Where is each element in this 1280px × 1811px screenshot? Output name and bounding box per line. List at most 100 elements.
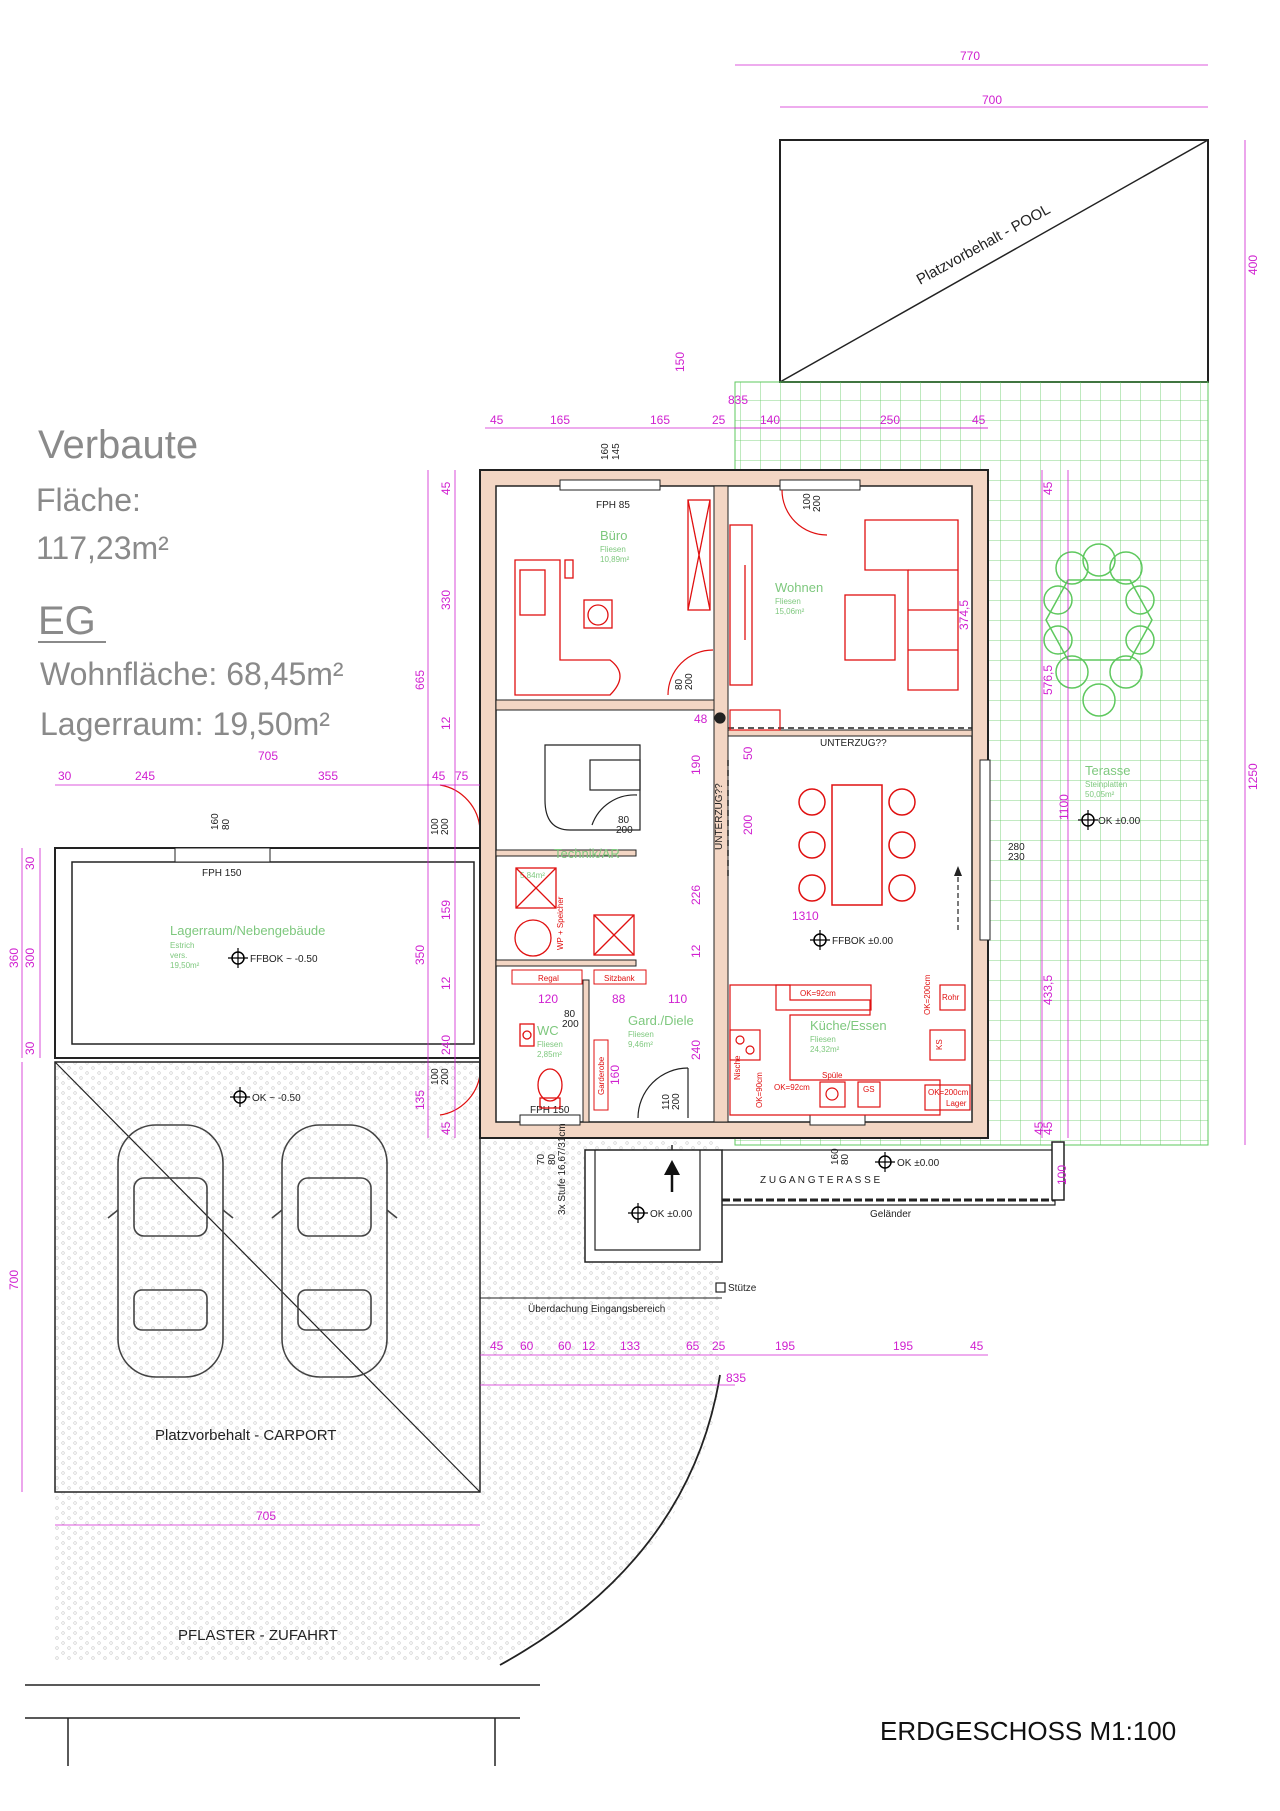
office-furniture <box>514 499 711 696</box>
door-200c: 200 <box>616 825 633 836</box>
dim-v-12b: 12 <box>439 976 453 990</box>
terrasse-floor: Steinplatten <box>1085 780 1127 789</box>
dim-r-45a: 45 <box>1041 481 1055 495</box>
wc-name: WC <box>537 1023 559 1038</box>
dim-v-665: 665 <box>413 670 427 690</box>
buero-floor: Fliesen <box>600 545 626 554</box>
dim-h-250: 250 <box>880 413 900 427</box>
ok200a-label: OK=200cm <box>923 974 932 1015</box>
dim-h-45b: 45 <box>972 413 986 427</box>
stufen-label: 3x Stufe 16,67/31cm <box>557 1123 568 1215</box>
win-145: 145 <box>611 443 622 460</box>
dim-v-135: 135 <box>413 1090 427 1110</box>
dim-in-12: 12 <box>689 944 703 958</box>
hallway-elements <box>544 744 641 831</box>
dim-b-195a: 195 <box>775 1339 795 1353</box>
garderobe-fixture-label: Garderobe <box>597 1056 606 1095</box>
door-80d: 80 <box>547 1153 558 1165</box>
dim-v-330: 330 <box>439 590 453 610</box>
area-summary: Verbaute Fläche: 117,23m² EG Wohnfläche:… <box>36 423 344 742</box>
kueche-floor: Fliesen <box>810 1035 836 1044</box>
lager-fixture-label: Lager <box>946 1099 967 1108</box>
dim-in-190: 190 <box>689 755 703 775</box>
technik-area: 5,84m² <box>520 871 545 880</box>
summary-flaeche-label: Fläche: <box>36 482 141 518</box>
ok90-label: OK=90cm <box>755 1072 764 1108</box>
kitchen-stack <box>714 709 781 731</box>
gs-label: GS <box>863 1085 875 1094</box>
lager-area: 19,50m² <box>170 961 200 970</box>
summary-flaeche-value: 117,23m² <box>36 530 169 566</box>
dim-v-159: 159 <box>439 900 453 920</box>
dim-lv-30b: 30 <box>23 1041 37 1055</box>
terrasse-area: 50,05m² <box>1085 790 1115 799</box>
buero-window-label: FPH 85 <box>596 500 630 511</box>
wp-label: WP + Speicher <box>556 896 565 950</box>
carport-level-marker: OK ~ -0.50 <box>230 1087 301 1107</box>
dim-l-245: 245 <box>135 769 155 783</box>
dim-in-200: 200 <box>741 815 755 835</box>
summary-wohnflaeche: Wohnfläche: 68,45m² <box>40 656 344 692</box>
garderobe-floor: Fliesen <box>628 1030 654 1039</box>
door-100: 100 <box>802 493 813 510</box>
dim-in-120: 120 <box>538 992 558 1006</box>
kitchen-counter <box>729 984 971 1116</box>
living-furniture <box>729 519 959 691</box>
entrance-area: 3x Stufe 16,67/31cm OK ±0.00 Stütze Über… <box>480 1123 1065 1315</box>
storage-building: FPH 150 Lagerraum/Nebengebäude Estrich v… <box>54 784 481 1116</box>
dim-lv-30a: 30 <box>23 856 37 870</box>
wohnen-floor: Fliesen <box>775 597 801 606</box>
terrasse-ok: OK ±0.00 <box>1098 816 1141 827</box>
dim-v-12a: 12 <box>439 716 453 730</box>
spuele-label: Spüle <box>822 1071 843 1080</box>
door-80c: 80 <box>564 1009 576 1020</box>
technik-room: Technik/AR 5,84m² WP + Speicher <box>514 846 635 957</box>
dim-770: 770 <box>960 49 980 63</box>
zugang-level-marker: OK ±0.00 <box>875 1152 940 1172</box>
dim-in-48: 48 <box>694 712 708 726</box>
drawing-title: ERDGESCHOSS M1:100 <box>880 1716 1176 1746</box>
dim-h-25: 25 <box>712 413 726 427</box>
garderobe-area: 9,46m² <box>628 1040 653 1049</box>
pool-label: Platzvorbehalt - POOL <box>914 201 1054 289</box>
unterzug-label: UNTERZUG?? <box>820 738 887 749</box>
paving-area <box>55 1060 721 1666</box>
zug-80: 80 <box>840 1153 851 1165</box>
nische-label: Nische <box>733 1055 742 1080</box>
kueche-name: Küche/Essen <box>810 1018 887 1033</box>
door-200b: 200 <box>684 673 695 690</box>
dimension-texts: 770 700 400 150 835 45 165 165 25 140 25… <box>7 49 1260 1523</box>
win-160a: 160 <box>600 443 611 460</box>
unterzug2-label: UNTERZUG?? <box>714 783 725 850</box>
sitzbank-label: Sitzbank <box>604 974 636 983</box>
ok200b-label: OK=200cm <box>928 1088 969 1097</box>
technik-name: Technik/AR <box>554 846 620 861</box>
dining-table <box>798 784 916 906</box>
door-70: 70 <box>536 1153 547 1165</box>
dim-in-280: 280 <box>1008 842 1025 853</box>
dim-l-30: 30 <box>58 769 72 783</box>
dim-l-705: 705 <box>258 749 278 763</box>
dim-in-160: 160 <box>608 1065 622 1085</box>
terrasse-level-marker: OK ±0.00 <box>1078 810 1141 830</box>
lager-floor: Estrich <box>170 941 194 950</box>
dim-b-65: 65 <box>686 1339 700 1353</box>
zug-160: 160 <box>830 1148 841 1165</box>
dim-lv-300: 300 <box>23 948 37 968</box>
summary-title: Verbaute <box>38 423 198 467</box>
car-left <box>107 1124 234 1378</box>
door-200g: 200 <box>440 1068 451 1085</box>
dim-h-45a: 45 <box>490 413 504 427</box>
dim-700: 700 <box>982 93 1002 107</box>
ground-lines <box>25 1684 540 1766</box>
car-right <box>271 1124 398 1378</box>
dim-b-60b: 60 <box>558 1339 572 1353</box>
dim-l-355: 355 <box>318 769 338 783</box>
dim-r-433: 433,5 <box>1041 975 1055 1005</box>
rohr-label: Rohr <box>942 993 960 1002</box>
dim-in-1310: 1310 <box>792 909 819 923</box>
dim-b-195b: 195 <box>893 1339 913 1353</box>
carport-ok: OK ~ -0.50 <box>252 1093 301 1104</box>
dim-in-230: 230 <box>1008 852 1025 863</box>
dim-carport-705: 705 <box>256 1509 276 1523</box>
